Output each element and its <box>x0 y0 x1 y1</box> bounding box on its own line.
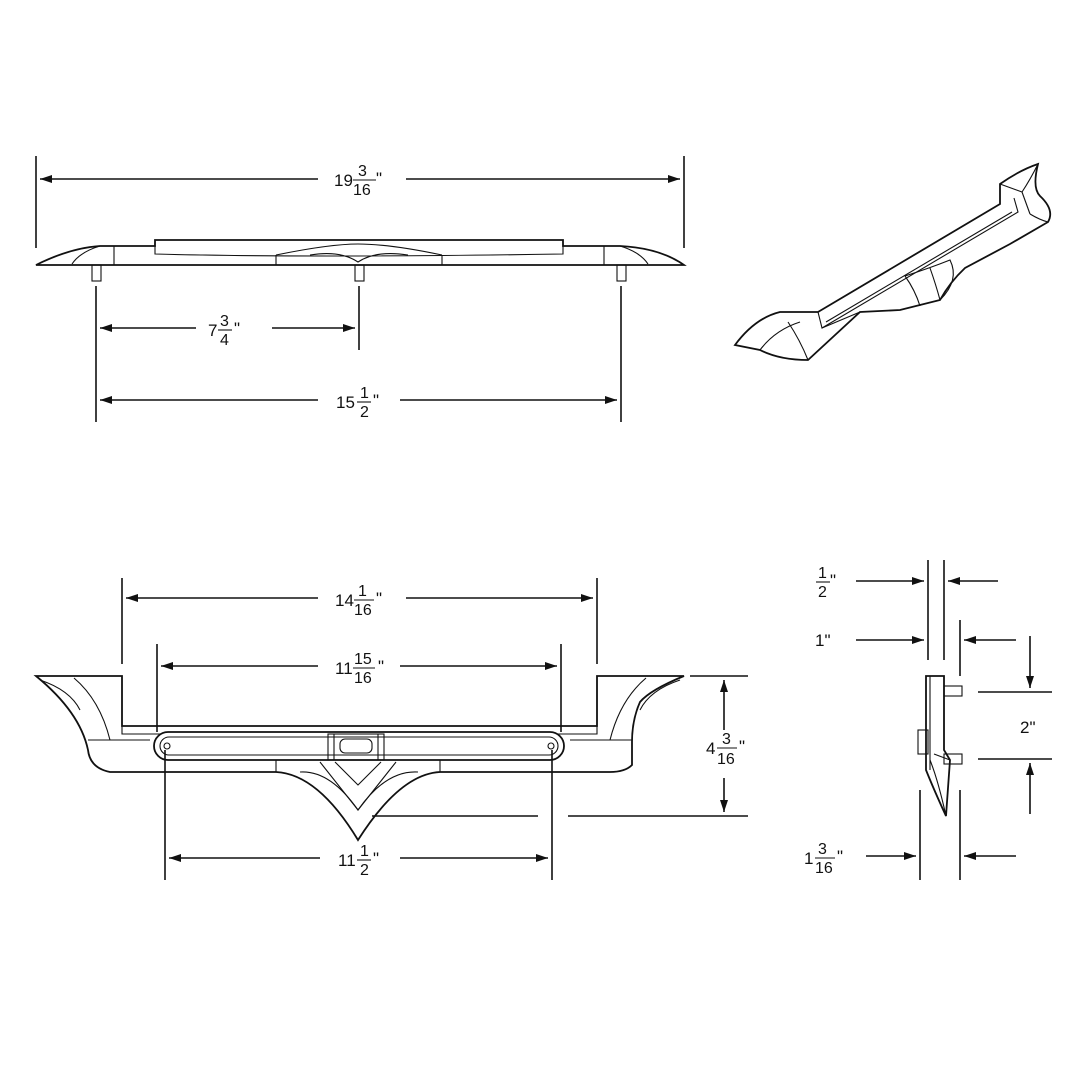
svg-text:3: 3 <box>818 841 827 858</box>
svg-text:4: 4 <box>220 332 229 349</box>
svg-text:1: 1 <box>818 565 827 582</box>
svg-text:2: 2 <box>360 862 369 879</box>
svg-text:3: 3 <box>722 731 731 748</box>
svg-text:16: 16 <box>815 860 833 877</box>
dim-light-length: 11 15 16 " <box>156 644 562 732</box>
svg-text:": " <box>739 737 745 756</box>
svg-text:16: 16 <box>717 751 735 768</box>
dim-overall-length: 19 3 16 " <box>35 156 685 248</box>
dim-side-one: 1" <box>815 620 1016 676</box>
dim-half-peg-spacing: 7 3 4 " <box>95 286 360 422</box>
svg-text:": " <box>837 847 843 866</box>
top-view <box>35 239 687 282</box>
svg-text:2: 2 <box>360 404 369 421</box>
svg-text:16: 16 <box>354 670 372 687</box>
svg-text:1: 1 <box>804 849 813 868</box>
svg-text:": " <box>234 319 240 338</box>
svg-text:1: 1 <box>360 385 369 402</box>
svg-text:3: 3 <box>358 163 367 180</box>
dim-side-depth: 1 3 16 " <box>804 790 1016 880</box>
svg-text:": " <box>378 657 384 676</box>
svg-text:11: 11 <box>335 659 353 678</box>
svg-text:2: 2 <box>818 584 827 601</box>
svg-text:": " <box>830 571 836 590</box>
svg-text:4: 4 <box>706 739 715 758</box>
svg-text:15: 15 <box>354 651 372 668</box>
svg-text:11: 11 <box>338 851 356 870</box>
isometric-view <box>733 162 1052 361</box>
svg-text:16: 16 <box>353 182 371 199</box>
dim-side-half: 1 2 " <box>816 560 998 660</box>
svg-text:": " <box>376 589 382 608</box>
svg-text:15: 15 <box>336 393 355 412</box>
dim-peg-spacing: 15 1 2 " <box>100 286 622 422</box>
svg-text:": " <box>376 169 382 188</box>
svg-text:19: 19 <box>334 171 353 190</box>
svg-text:": " <box>373 391 379 410</box>
side-view <box>917 675 963 817</box>
svg-text:": " <box>373 849 379 868</box>
dim-height: 4 3 16 " <box>372 675 748 817</box>
svg-text:2": 2" <box>1020 718 1036 737</box>
svg-text:16: 16 <box>354 602 372 619</box>
dim-side-two: 2" <box>978 636 1052 814</box>
svg-text:1": 1" <box>815 631 831 650</box>
dim-inner-width: 14 1 16 " <box>121 578 598 664</box>
svg-text:3: 3 <box>220 313 229 330</box>
svg-text:1: 1 <box>358 583 367 600</box>
svg-text:7: 7 <box>208 321 217 340</box>
svg-text:1: 1 <box>360 843 369 860</box>
svg-text:14: 14 <box>335 591 354 610</box>
dim-hole-spacing: 11 1 2 " <box>164 750 553 880</box>
front-view <box>33 675 685 842</box>
